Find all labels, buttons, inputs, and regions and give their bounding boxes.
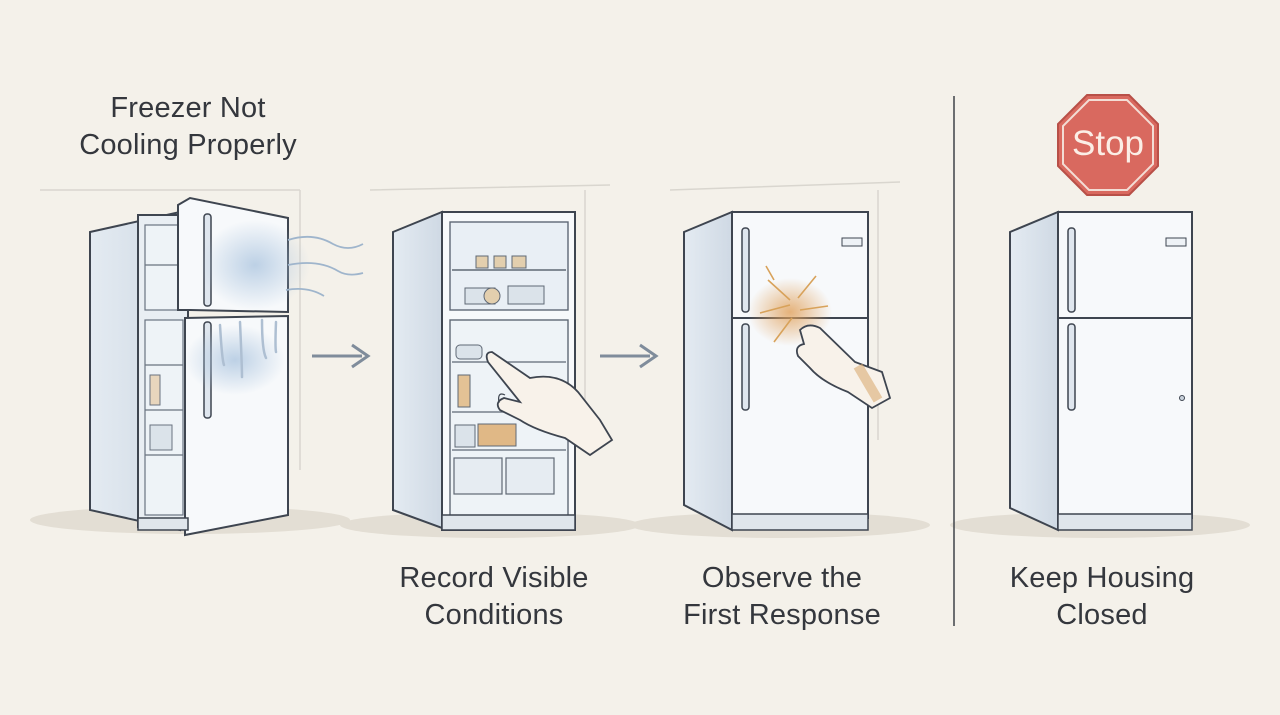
step-2-caption: Record Visible Conditions	[364, 560, 624, 634]
arrow-icon	[312, 343, 371, 369]
arrow-icon	[600, 343, 659, 369]
step-3-caption-line-1: Observe the	[701, 562, 863, 594]
step-2-caption-line-1: Record Visible	[399, 562, 589, 594]
section-divider	[953, 96, 955, 626]
step-3-caption: Observe the First Response	[652, 560, 912, 634]
stop-sign-label: Stop	[1072, 124, 1144, 163]
fridge-open-inspection	[340, 184, 640, 538]
step-4-caption-line-1: Keep Housing	[1009, 562, 1195, 594]
fridge-open-frosted	[30, 189, 364, 537]
step-4-caption-line-2: Closed	[1056, 599, 1148, 631]
fridge-closed-final	[950, 210, 1250, 538]
fridge-closed-touch	[630, 181, 930, 538]
step-3-caption-line-2: First Response	[683, 599, 881, 631]
stop-sign-icon	[1057, 94, 1159, 196]
step-2-caption-line-2: Conditions	[424, 599, 564, 631]
step-4-caption: Keep Housing Closed	[972, 560, 1232, 634]
step-1-caption-line-2: Cooling Properly	[79, 129, 297, 161]
step-1-caption: Freezer Not Cooling Properly	[58, 90, 318, 164]
step-1-caption-line-1: Freezer Not	[110, 92, 266, 124]
